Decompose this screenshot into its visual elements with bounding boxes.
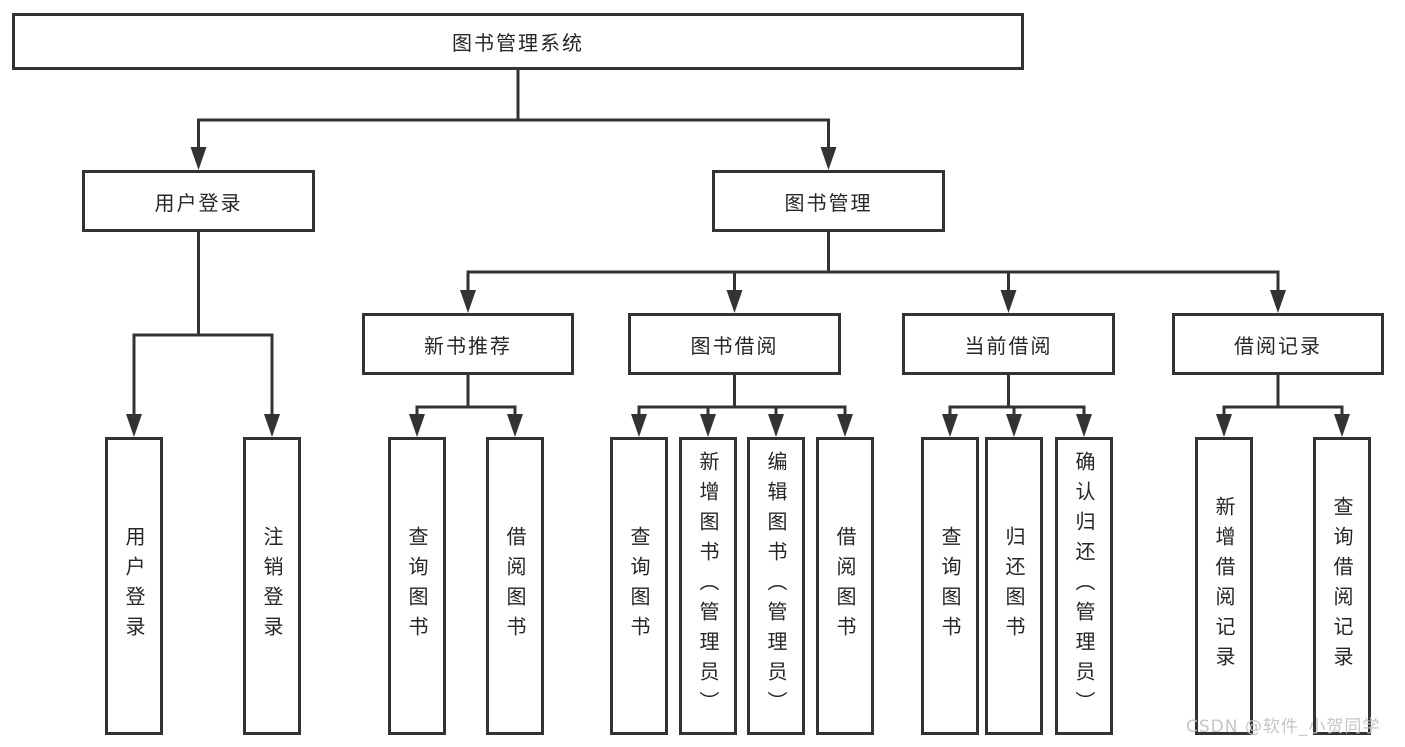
connector-line: [132, 333, 274, 416]
connector-line: [948, 405, 1086, 416]
csdn-watermark: CSDN @软件_小贺同学: [1186, 717, 1381, 737]
leaf-confirm-return-admin: 确认归还（管理员）: [1055, 437, 1113, 735]
connector-line: [466, 270, 1280, 292]
arrowhead-down-icon: [837, 414, 853, 437]
leaf-query-books-current: 查询图书: [921, 437, 979, 735]
arrowhead-down-icon: [460, 290, 476, 313]
connector-line: [1222, 405, 1344, 416]
arrowhead-down-icon: [507, 414, 523, 437]
arrowhead-icons: [126, 147, 1350, 437]
arrowhead-down-icon: [1076, 414, 1092, 437]
leaf-query-borrow-record: 查询借阅记录: [1313, 437, 1371, 735]
leaf-return-book: 归还图书: [985, 437, 1043, 735]
connector-line: [415, 405, 517, 416]
arrowhead-down-icon: [631, 414, 647, 437]
node-user-login: 用户登录: [82, 170, 315, 232]
arrowhead-down-icon: [190, 147, 207, 170]
leaf-query-books-recommend: 查询图书: [388, 437, 446, 735]
leaf-add-borrow-record: 新增借阅记录: [1195, 437, 1253, 735]
leaf-borrow-books-borrowing: 借阅图书: [816, 437, 874, 735]
arrowhead-down-icon: [820, 147, 837, 170]
arrowhead-down-icon: [126, 414, 142, 437]
connector-line: [637, 405, 847, 416]
arrowhead-down-icon: [1270, 290, 1286, 313]
arrowhead-down-icon: [1006, 414, 1022, 437]
leaf-query-books-borrowing: 查询图书: [610, 437, 668, 735]
arrowhead-down-icon: [942, 414, 958, 437]
arrowhead-down-icon: [1000, 290, 1017, 313]
tree-connector-group: [132, 70, 1344, 416]
leaf-edit-book-admin: 编辑图书（管理员）: [747, 437, 805, 735]
arrowhead-down-icon: [768, 414, 784, 437]
arrowhead-down-icon: [264, 414, 280, 437]
node-book-borrowing: 图书借阅: [628, 313, 841, 375]
node-book-management: 图书管理: [712, 170, 945, 232]
arrowhead-down-icon: [726, 290, 743, 313]
leaf-borrow-books-recommend: 借阅图书: [486, 437, 544, 735]
node-current-borrowing: 当前借阅: [902, 313, 1115, 375]
node-new-book-recommendation: 新书推荐: [362, 313, 574, 375]
node-borrowing-records: 借阅记录: [1172, 313, 1384, 375]
arrowhead-down-icon: [409, 414, 425, 437]
leaf-user-login: 用户登录: [105, 437, 163, 735]
arrowhead-down-icon: [700, 414, 716, 437]
leaf-logout: 注销登录: [243, 437, 301, 735]
leaf-add-book-admin: 新增图书（管理员）: [679, 437, 737, 735]
arrowhead-down-icon: [1334, 414, 1350, 437]
connector-line: [197, 118, 830, 149]
node-root-library-management-system: 图书管理系统: [12, 13, 1024, 70]
arrowhead-down-icon: [1216, 414, 1232, 437]
